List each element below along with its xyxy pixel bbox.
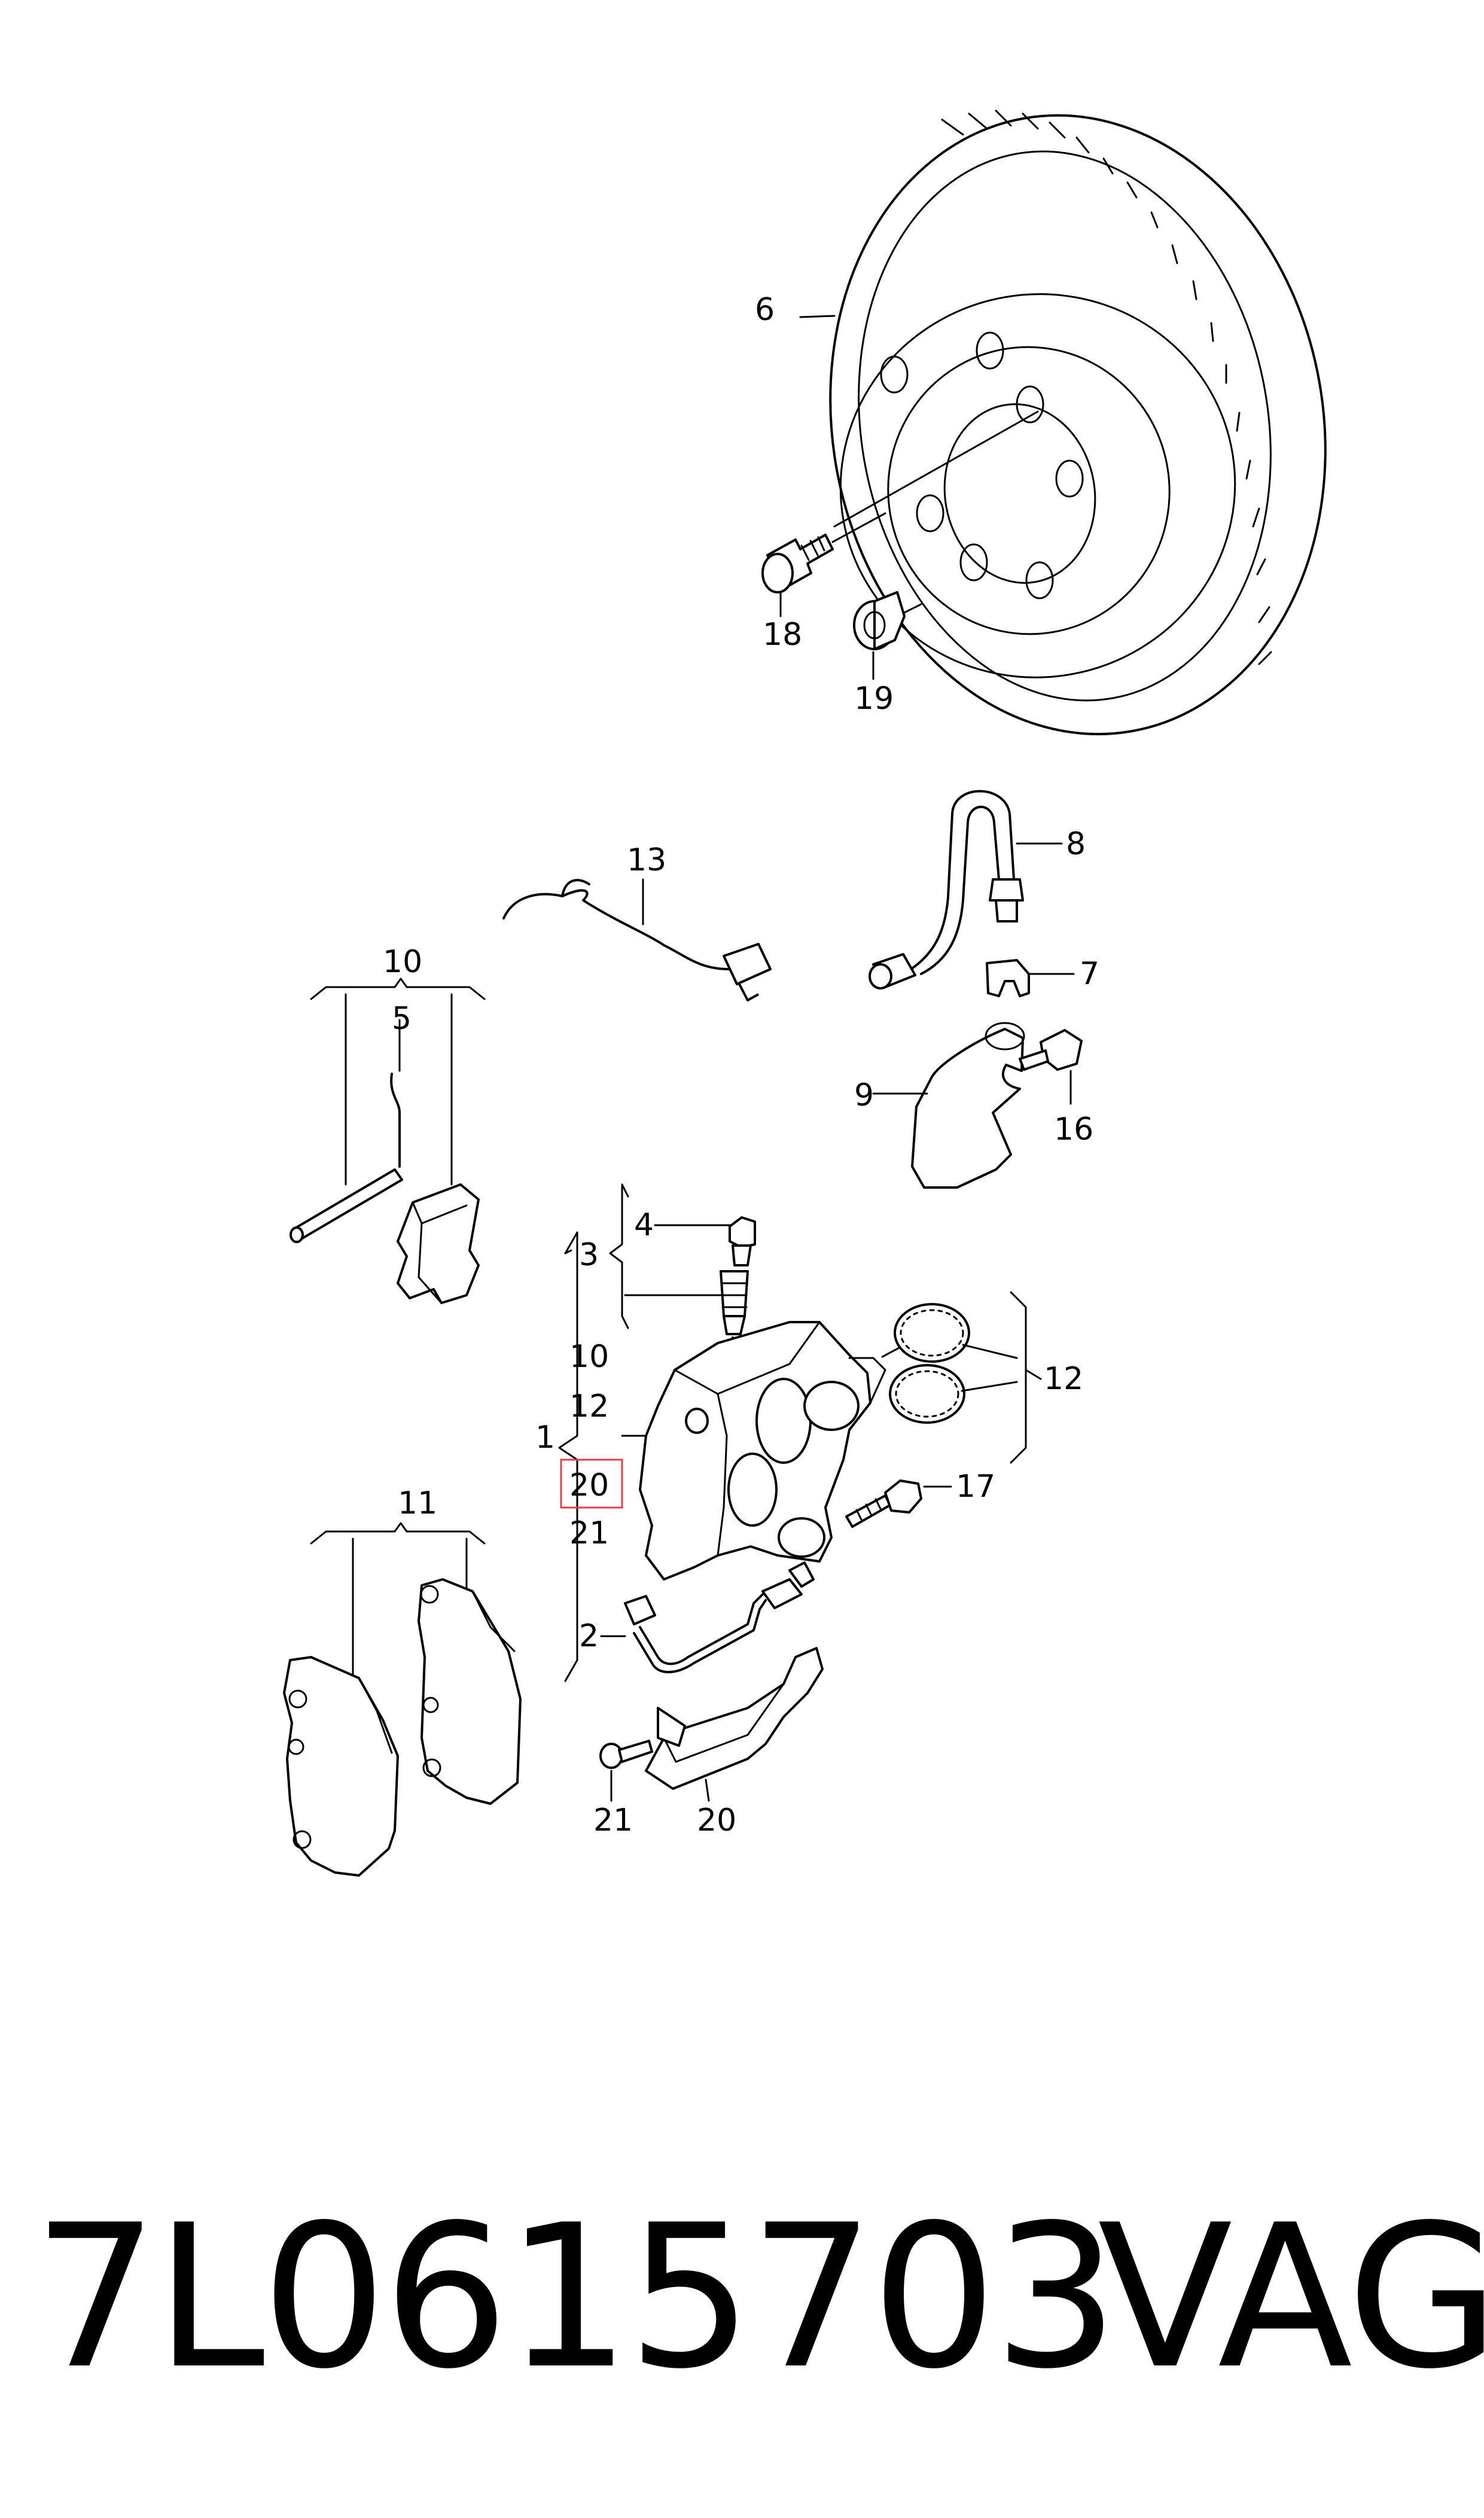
callout-12-caliper: 12 [569,1389,609,1424]
callout-19: 19 [854,681,894,717]
callout-4: 4 [634,1207,654,1243]
callout-21-caliper: 21 [569,1515,609,1551]
brand-text: VAG [1098,2182,1484,2412]
pin-set-group-10 [290,978,486,1304]
callout-5: 5 [392,1001,412,1037]
brake-line-8 [869,790,1063,989]
callout-10-pins: 10 [383,944,422,980]
bleed-valve-4 [654,1216,756,1266]
callout-17: 17 [956,1469,995,1505]
highlight-box-20 [560,1459,623,1509]
clip-7 [986,959,1075,997]
callout-1: 1 [535,1420,555,1456]
callout-20-highlighted: 20 [569,1467,609,1503]
part-number-text: 7L0615703 [33,2182,1119,2412]
bolt-17 [845,1479,952,1528]
seal-set-group-12 [881,1291,1042,1464]
callout-20-bracket: 20 [697,1803,736,1838]
callout-10-caliper: 10 [569,1339,609,1375]
callout-13: 13 [627,842,666,878]
wear-sensor-13 [502,878,772,1001]
pad-set-group-11 [283,1522,522,1877]
bolt-16 [1019,1029,1083,1105]
screw-21 [599,1740,653,1802]
callout-6: 6 [755,292,775,328]
brake-disc [799,109,1327,736]
callout-7: 7 [1080,956,1099,992]
callout-11: 11 [398,1485,437,1521]
callout-12-seals: 12 [1044,1361,1083,1397]
bracket-9 [872,1022,1025,1189]
nut-19 [853,591,922,680]
caliper-callout-bracket [558,1183,662,1682]
callout-9: 9 [854,1077,874,1113]
brake-caliper-body [639,1321,886,1581]
callout-16: 16 [1054,1112,1093,1147]
callout-labels: 6 18 19 13 8 7 9 16 10 5 4 3 10 12 1 20 … [383,292,1099,1838]
wheel-bolt-18 [761,512,886,617]
callout-3: 3 [579,1237,599,1273]
callout-21-screw: 21 [593,1803,633,1838]
callout-18: 18 [763,617,802,653]
callout-2: 2 [579,1618,599,1654]
callout-8: 8 [1066,826,1086,862]
holder-20 [645,1647,824,1802]
brake-hose-2 [624,1561,815,1673]
bleed-screw-3 [624,1270,749,1365]
